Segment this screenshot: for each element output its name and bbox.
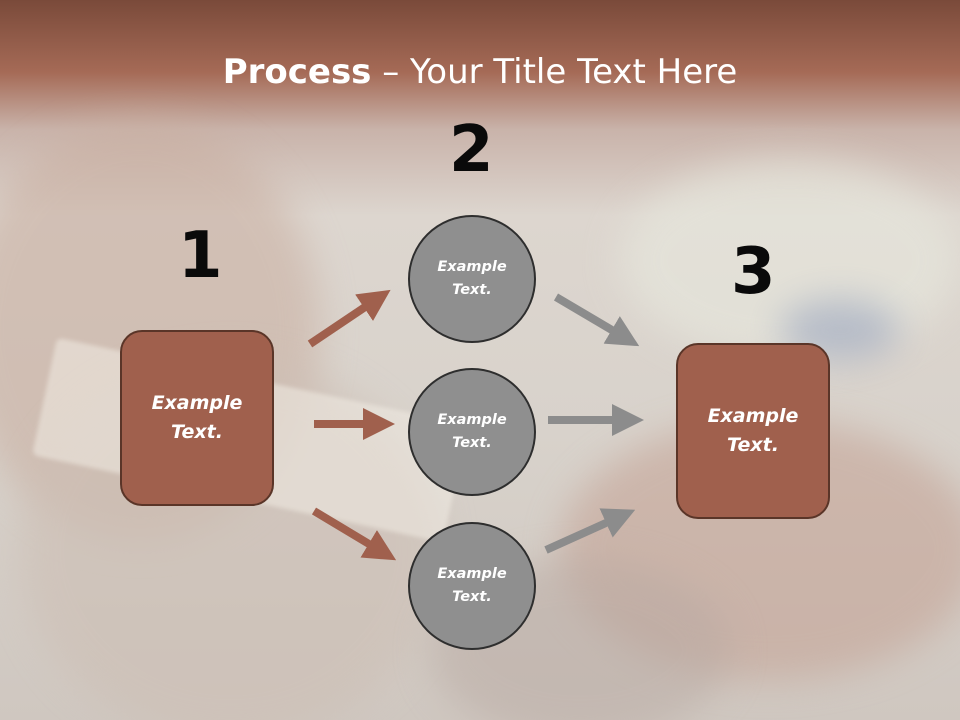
step-2-top-label: Example Text. <box>437 259 507 298</box>
step-number-2: 2 <box>449 113 494 187</box>
step-3-label: Example Text. <box>707 405 799 456</box>
slide-title: Process – Your Title Text Here <box>0 52 960 92</box>
step-number-1: 1 <box>178 219 223 293</box>
arrow-2a-to-3 <box>553 293 640 347</box>
arrow-1-to-2c <box>311 507 397 561</box>
title-rest: – Your Title Text Here <box>371 52 738 92</box>
step-2-circle-middle: Example Text. <box>408 368 536 496</box>
step-1-box: Example Text. <box>120 330 274 506</box>
step-2-circle-bottom: Example Text. <box>408 522 536 650</box>
background-blur <box>620 160 960 360</box>
step-2-middle-label: Example Text. <box>437 412 507 451</box>
arrow-1-to-2a <box>307 289 391 348</box>
step-2-circle-top: Example Text. <box>408 215 536 343</box>
arrow-2c-to-3 <box>544 508 636 554</box>
step-3-box: Example Text. <box>676 343 830 519</box>
title-bold: Process <box>222 52 372 92</box>
step-2-bottom-label: Example Text. <box>437 566 507 605</box>
step-number-3: 3 <box>731 235 776 309</box>
step-1-label: Example Text. <box>151 392 243 443</box>
